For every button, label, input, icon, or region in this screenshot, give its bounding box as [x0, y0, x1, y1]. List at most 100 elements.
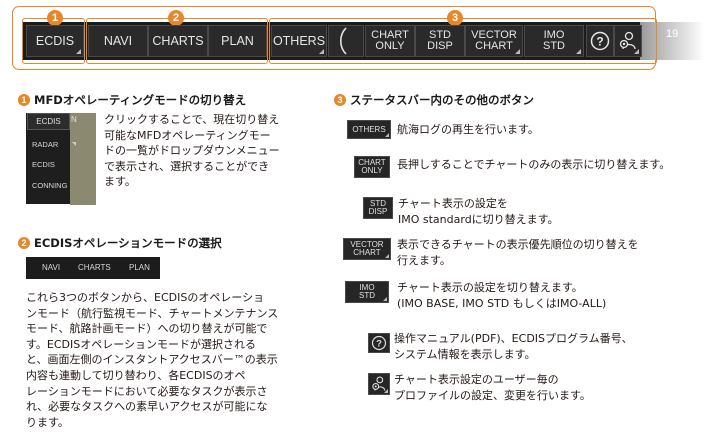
charts-button-label: CHARTS: [152, 33, 204, 48]
help-button[interactable]: ?: [586, 25, 614, 57]
sample-chart-only-1: CHART: [358, 158, 386, 167]
vector-chart-desc-line: 行えます。: [397, 253, 451, 267]
sample-vector-chart-2: CHART: [353, 248, 381, 257]
sample-chart-only-2: ONLY: [361, 166, 383, 175]
help-icon: ?: [590, 31, 610, 51]
section2-title: ECDISオペレーションモードの選択: [34, 236, 222, 250]
section2-line: ります。: [26, 415, 69, 429]
group-3-outline: [269, 18, 657, 64]
plan-button[interactable]: PLAN: [208, 25, 267, 57]
user-profile-desc-line: チャート表示設定のユーザー毎の: [394, 373, 559, 386]
sample-user-profile-button: [368, 373, 390, 395]
help-description: 操作マニュアル(PDF)、ECDISプログラム番号、 システム情報を表示します。: [394, 331, 633, 362]
help-desc-line: システム情報を表示します。: [394, 347, 536, 361]
imo-std-desc-line: (IMO BASE, IMO STD もしくはIMO-ALL): [397, 296, 607, 310]
strip-charts: CHARTS: [78, 263, 111, 272]
std-disp-label-1: STD: [429, 29, 451, 41]
std-disp-description: チャート表示の設定を IMO standardに切り替えます。: [398, 196, 559, 227]
ecdis-button[interactable]: ECDIS: [26, 25, 84, 57]
status-bar-edge: [640, 22, 704, 60]
chart-only-desc-line: 長押しすることでチャートのみの表示に切り替えます。: [397, 158, 671, 171]
vector-chart-desc-line: 表示できるチャートの表示優先順位の切り替えを: [397, 238, 639, 251]
sample-ecdis-label: ECDIS: [36, 117, 61, 126]
section1-text: クリックすることで、現在切り替え 可能なMFDオペレーティングモー ドの一覧がド…: [104, 112, 280, 190]
sample-ecdis-button: ECDIS: [27, 113, 70, 130]
section1-line: ます。: [104, 175, 136, 189]
user-profile-icon: [619, 31, 636, 50]
sample-others-button: OTHERS: [347, 120, 391, 139]
imo-std-button[interactable]: IMO STD: [524, 25, 584, 57]
sample-imo-std-1: IMO: [359, 283, 375, 292]
std-disp-label-2: DISP: [427, 40, 453, 52]
navi-button-label: NAVI: [103, 33, 133, 48]
transparency-slider[interactable]: [328, 25, 364, 57]
section2-line: と、画面左側のインスタントアクセスバー™の表示: [26, 353, 278, 367]
sample-imo-std-2: STD: [359, 291, 375, 300]
std-disp-button[interactable]: STD DISP: [415, 25, 465, 57]
sample-others-label: OTHERS: [352, 124, 386, 134]
strip-navi: NAVI: [42, 263, 61, 272]
page-number: 19: [666, 28, 679, 40]
charts-button[interactable]: CHARTS: [148, 25, 208, 57]
section2-line: これら3つのボタンから、ECDISのオペレーショ: [26, 291, 265, 304]
section2-line: れ、必要なタスクへの素早いアクセスが可能にな: [26, 400, 268, 414]
vector-chart-button[interactable]: VECTOR CHART: [465, 25, 523, 57]
section1-line: ドの一覧がドロップダウンメニュー: [104, 144, 280, 158]
imo-std-desc-line: チャート表示の設定を切り替えます。: [397, 281, 583, 294]
chart-preview-arrow: [72, 142, 76, 146]
section1-line: で表示され、選択することができ: [104, 159, 270, 173]
chart-preview: [70, 113, 96, 205]
section3-heading: 3 ステータスバー内のその他のボタン: [334, 92, 534, 108]
section3-title: ステータスバー内のその他のボタン: [350, 93, 534, 107]
svg-text:?: ?: [596, 35, 603, 49]
section2-line: 内容も連動して切り替わり、各ECDISのオペ: [26, 368, 246, 382]
svg-text:?: ?: [376, 339, 382, 350]
chart-only-button[interactable]: CHART ONLY: [365, 25, 415, 57]
imo-std-description: チャート表示の設定を切り替えます。 (IMO BASE, IMO STD もしく…: [397, 280, 606, 311]
section1-badge: 1: [18, 94, 30, 106]
section2-badge: 2: [18, 237, 30, 249]
sample-navi-partial: N: [71, 115, 77, 124]
badge-3: 3: [447, 10, 463, 26]
section1-line: クリックすることで、現在切り替え: [104, 113, 280, 126]
chart-only-label-2: ONLY: [375, 40, 405, 52]
dropdown-item-conning[interactable]: CONNING: [32, 181, 68, 190]
ecdis-button-label: ECDIS: [35, 33, 75, 48]
navi-button[interactable]: NAVI: [88, 25, 148, 57]
others-button-label: OTHERS: [272, 33, 326, 48]
navi-charts-plan-strip: NAVI CHARTS PLAN: [26, 257, 160, 279]
sample-std-disp-button: STD DISP: [363, 197, 393, 219]
section2-line: す。ECDISオペレーションモードが選択される: [26, 337, 257, 351]
section2-heading: 2 ECDISオペレーションモードの選択: [18, 235, 222, 251]
user-profile-description: チャート表示設定のユーザー毎の プロファイルの設定、変更を行います。: [394, 372, 591, 403]
sample-help-button: ?: [368, 333, 390, 353]
user-profile-desc-line: プロファイルの設定、変更を行います。: [394, 388, 591, 402]
vector-chart-description: 表示できるチャートの表示優先順位の切り替えを 行えます。: [397, 237, 639, 268]
sample-imo-std-button: IMO STD: [345, 281, 389, 303]
others-description: 航海ログの再生を行います。: [397, 122, 539, 138]
std-disp-desc-line: IMO standardに切り替えます。: [398, 212, 559, 226]
slider-curve-icon: [339, 27, 347, 55]
section1-title: MFDオペレーティングモードの切り替え: [34, 93, 247, 107]
chart-only-label-1: CHART: [371, 29, 409, 41]
help-icon: ?: [371, 335, 387, 351]
dropdown-item-radar[interactable]: RADAR: [32, 140, 59, 149]
user-profile-button[interactable]: [614, 25, 642, 57]
badge-1: 1: [47, 10, 63, 26]
std-disp-desc-line: チャート表示の設定を: [398, 197, 508, 210]
dropdown-item-ecdis[interactable]: ECDIS: [32, 160, 55, 169]
others-desc-line: 航海ログの再生を行います。: [397, 123, 539, 136]
section1-heading: 1 MFDオペレーティングモードの切り替え: [18, 92, 246, 108]
imo-std-label-1: IMO: [543, 29, 565, 41]
sample-std-disp-2: DISP: [368, 207, 388, 216]
vector-chart-label-1: VECTOR: [471, 29, 517, 41]
help-desc-line: 操作マニュアル(PDF)、ECDISプログラム番号、: [394, 332, 633, 345]
chart-only-description: 長押しすることでチャートのみの表示に切り替えます。: [397, 157, 670, 173]
others-button[interactable]: OTHERS: [271, 25, 327, 57]
imo-std-label-2: STD: [543, 40, 565, 52]
section2-line: ンモード（航行監視モード、チャートメンテナンス: [26, 306, 279, 320]
section2-text: これら3つのボタンから、ECDISのオペレーショ ンモード（航行監視モード、チャ…: [26, 290, 278, 430]
section1-line: 可能なMFDオペレーティングモー: [104, 128, 271, 142]
sample-vector-chart-1: VECTOR: [350, 240, 384, 249]
plan-button-label: PLAN: [221, 33, 254, 48]
